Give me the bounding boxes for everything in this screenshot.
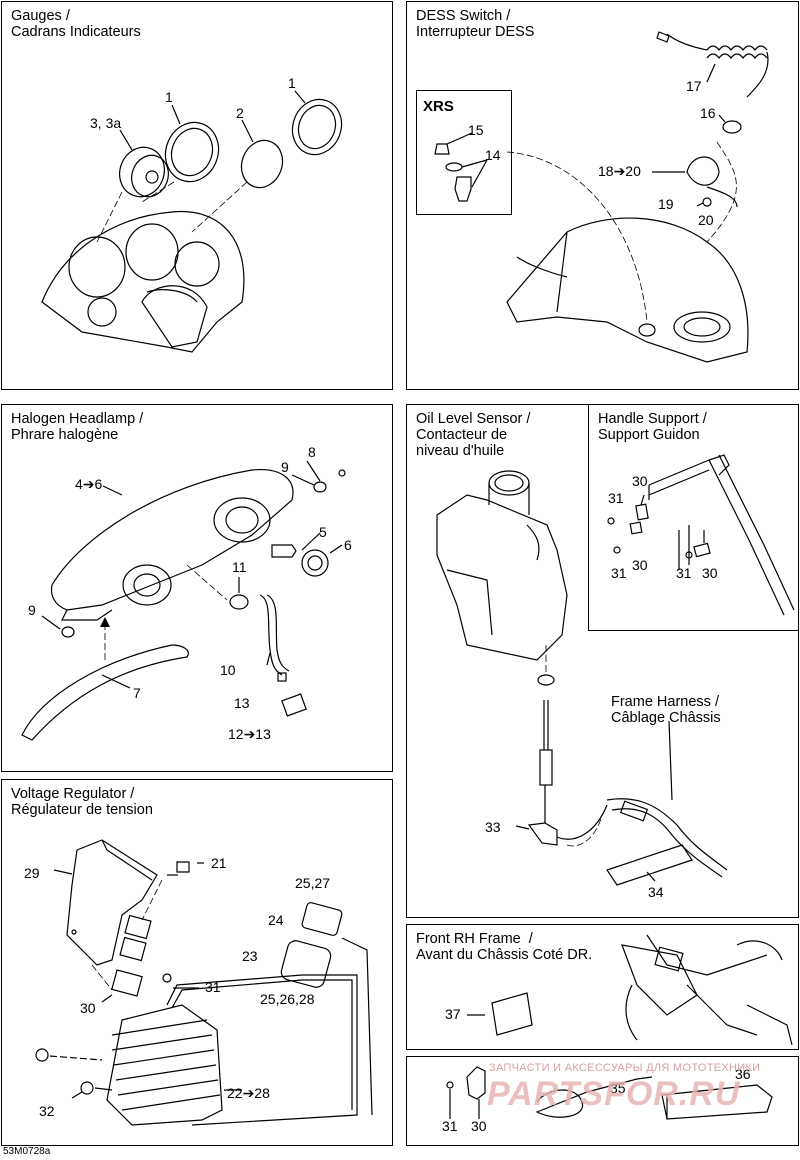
callout-label: 31 [442,1118,458,1134]
panel-title: Oil Level Sensor / Contacteur de niveau … [416,411,531,459]
panel-misc-parts: 31 30 35 36 ЗАПЧАСТИ И АКСЕССУАРЫ ДЛЯ МО… [406,1056,799,1146]
callout-label: 35 [610,1080,626,1096]
harness-title: Frame Harness / Câblage Châssis [611,694,721,726]
callout-label: 24 [268,912,284,928]
callout-label: 30 [702,565,718,581]
callout-label: 3, 3a [90,115,122,131]
callout-label: 10 [220,662,236,678]
callout-label: 32 [39,1103,55,1119]
callout-label: 34 [648,884,664,900]
panel-title: Handle Support / Support Guidon [598,411,707,443]
panel-title: Voltage Regulator / Régulateur de tensio… [11,786,153,818]
gauges-drawing [41,90,343,353]
callout-label: 23 [242,948,258,964]
callout-label: 20 [698,212,714,228]
callout-label: 30 [80,1000,96,1016]
document-code: 53M0728a [3,1146,51,1157]
callout-label: 16 [700,105,716,121]
inset-title: XRS [423,98,454,115]
callout-label: 7 [133,685,141,701]
panel-front-rh-frame: Front RH Frame / Avant du Châssis Coté D… [406,924,799,1050]
panel-title: DESS Switch / Interrupteur DESS [416,8,535,40]
callout-label: 11 [232,559,247,575]
callout-label: 19 [658,196,674,212]
panel-dess-switch: DESS Switch / Interrupteur DESS XRS [406,1,799,390]
callout-label: 1 [165,89,173,105]
callout-label: 36 [735,1066,751,1082]
callout-label: 15 [468,122,484,138]
oil-sensor-drawing [436,470,728,886]
callout-label: 33 [485,819,501,835]
callout-label: 8 [308,444,316,460]
callout-label: 25,27 [295,875,331,891]
callout-label: 29 [24,865,40,881]
panel-title: Halogen Headlamp / Phrare halogène [11,411,144,443]
callout-label: 25,26,28 [260,991,315,1007]
callout-label: 30 [471,1118,487,1134]
panel-handle-support: Handle Support / Support Guidon 30 31 30… [588,404,799,631]
callout-label: 6 [344,537,352,553]
handle-support-drawing [607,454,795,616]
callout-label: 31 [611,565,627,581]
callout-label: 9 [281,459,289,475]
panel-gauges: Gauges / Cadrans Indicateurs [1,1,393,390]
callout-label: 21 [211,855,227,871]
panel-title: Front RH Frame / Avant du Châssis Coté D… [416,931,593,963]
callout-label: 2 [236,105,244,121]
callout-label: 5 [319,524,327,540]
callout-label: 31 [205,979,221,995]
callout-label: 18➔20 [598,163,641,179]
panel-title: Gauges / Cadrans Indicateurs [11,8,141,40]
callout-label: 14 [485,147,501,163]
callout-label: 22➔28 [227,1085,270,1101]
voltage-regulator-drawing [35,839,373,1126]
headlamp-drawing [21,460,346,741]
callout-label: 1 [288,75,296,91]
callout-label: 30 [632,473,648,489]
callout-label: 31 [676,565,692,581]
callout-label: 9 [28,602,36,618]
callout-label: 30 [632,557,648,573]
callout-label: 13 [234,695,250,711]
arrow-icon [100,617,110,627]
panel-halogen-headlamp: Halogen Headlamp / Phrare halogène [1,404,393,772]
callout-label: 12➔13 [228,726,271,742]
callout-label: 4➔6 [75,476,103,492]
callout-label: 17 [686,78,702,94]
panel-voltage-regulator: Voltage Regulator / Régulateur de tensio… [1,779,393,1146]
callout-label: 37 [445,1006,461,1022]
front-rh-frame-drawing [467,934,793,1046]
watermark-logo: PARTSFOR.RU [487,1075,741,1113]
dess-drawing [434,31,769,363]
callout-label: 31 [608,490,624,506]
watermark-subtitle: ЗАПЧАСТИ И АКСЕССУАРЫ ДЛЯ МОТОТЕХНИКИ [489,1062,761,1074]
misc-parts-drawing [446,1066,773,1120]
